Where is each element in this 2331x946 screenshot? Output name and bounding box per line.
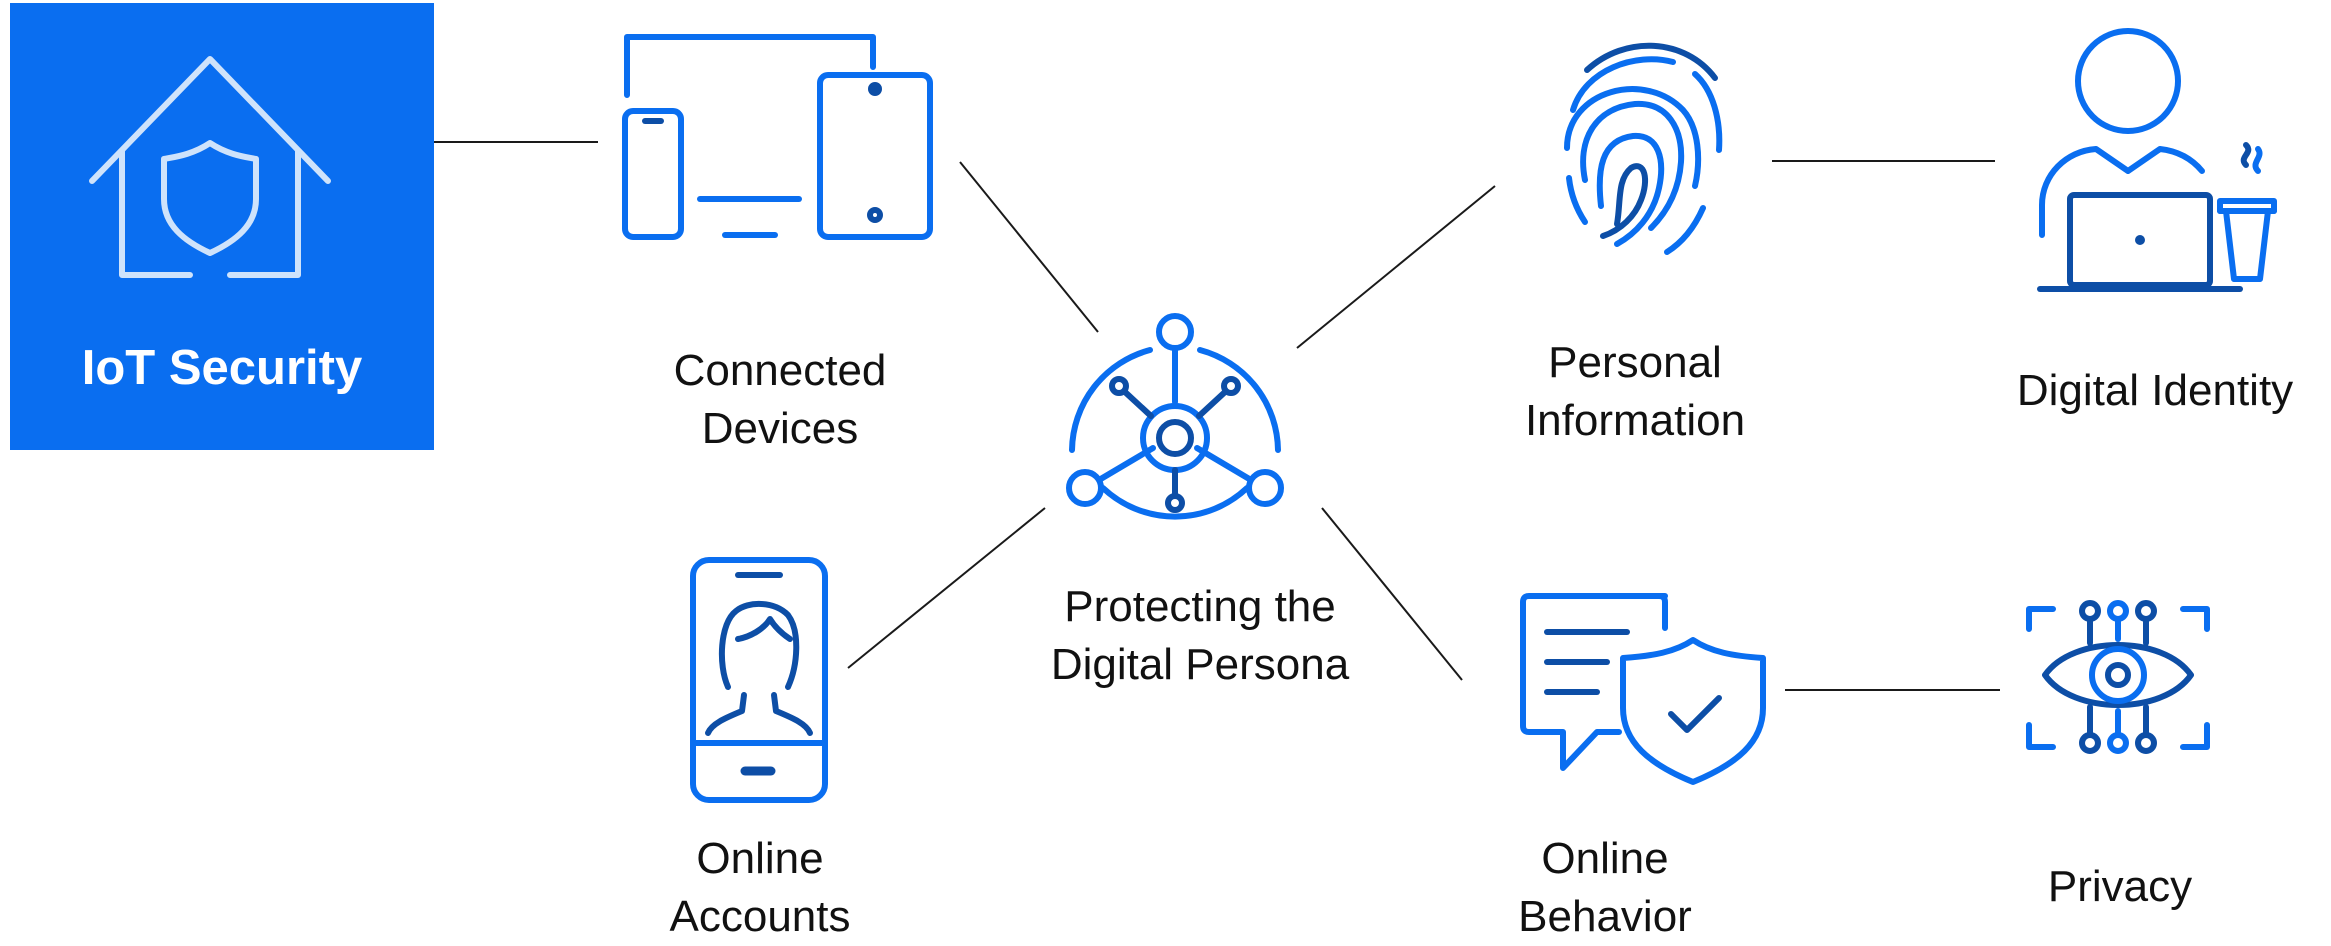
connector-devices-center	[959, 161, 1099, 333]
house-shield-icon	[89, 56, 331, 278]
center-line2: Digital Persona	[1050, 640, 1350, 689]
person-laptop-icon	[2037, 28, 2277, 292]
fingerprint-icon	[1564, 42, 1723, 255]
online-behavior-line1: Online	[1541, 834, 1669, 883]
center-label: Protecting the Digital Persona	[1020, 578, 1380, 694]
connector-center-accounts	[847, 507, 1046, 669]
connected-devices-label: Connected Devices	[620, 342, 940, 458]
connected-devices-line2: Devices	[701, 404, 859, 453]
iot-security-tile: IoT Security	[10, 3, 434, 450]
personal-information-label: Personal Information	[1465, 334, 1805, 450]
chat-shield-icon	[1520, 593, 1766, 785]
connected-devices-line1: Connected	[673, 346, 887, 395]
online-behavior-label: Online Behavior	[1475, 830, 1735, 946]
connector-center-personal	[1296, 185, 1496, 349]
personal-information-line1: Personal	[1548, 338, 1722, 387]
center-line1: Protecting the	[1064, 582, 1336, 631]
online-behavior-line2: Behavior	[1518, 892, 1692, 941]
network-hub-icon	[1066, 313, 1284, 520]
personal-information-line2: Information	[1524, 396, 1746, 445]
iot-security-label: IoT Security	[81, 341, 363, 395]
eye-circuit-icon	[2026, 600, 2210, 754]
digital-identity-label: Digital Identity	[1985, 362, 2325, 420]
devices-icon	[622, 34, 933, 240]
digital-identity-text: Digital Identity	[2016, 366, 2294, 415]
privacy-text: Privacy	[2047, 862, 2193, 911]
connector-center-behavior	[1321, 507, 1463, 681]
privacy-label: Privacy	[2000, 858, 2240, 916]
online-accounts-line2: Accounts	[669, 892, 851, 941]
smartphone-user-icon	[690, 557, 828, 803]
online-accounts-line1: Online	[696, 834, 824, 883]
online-accounts-label: Online Accounts	[620, 830, 900, 946]
